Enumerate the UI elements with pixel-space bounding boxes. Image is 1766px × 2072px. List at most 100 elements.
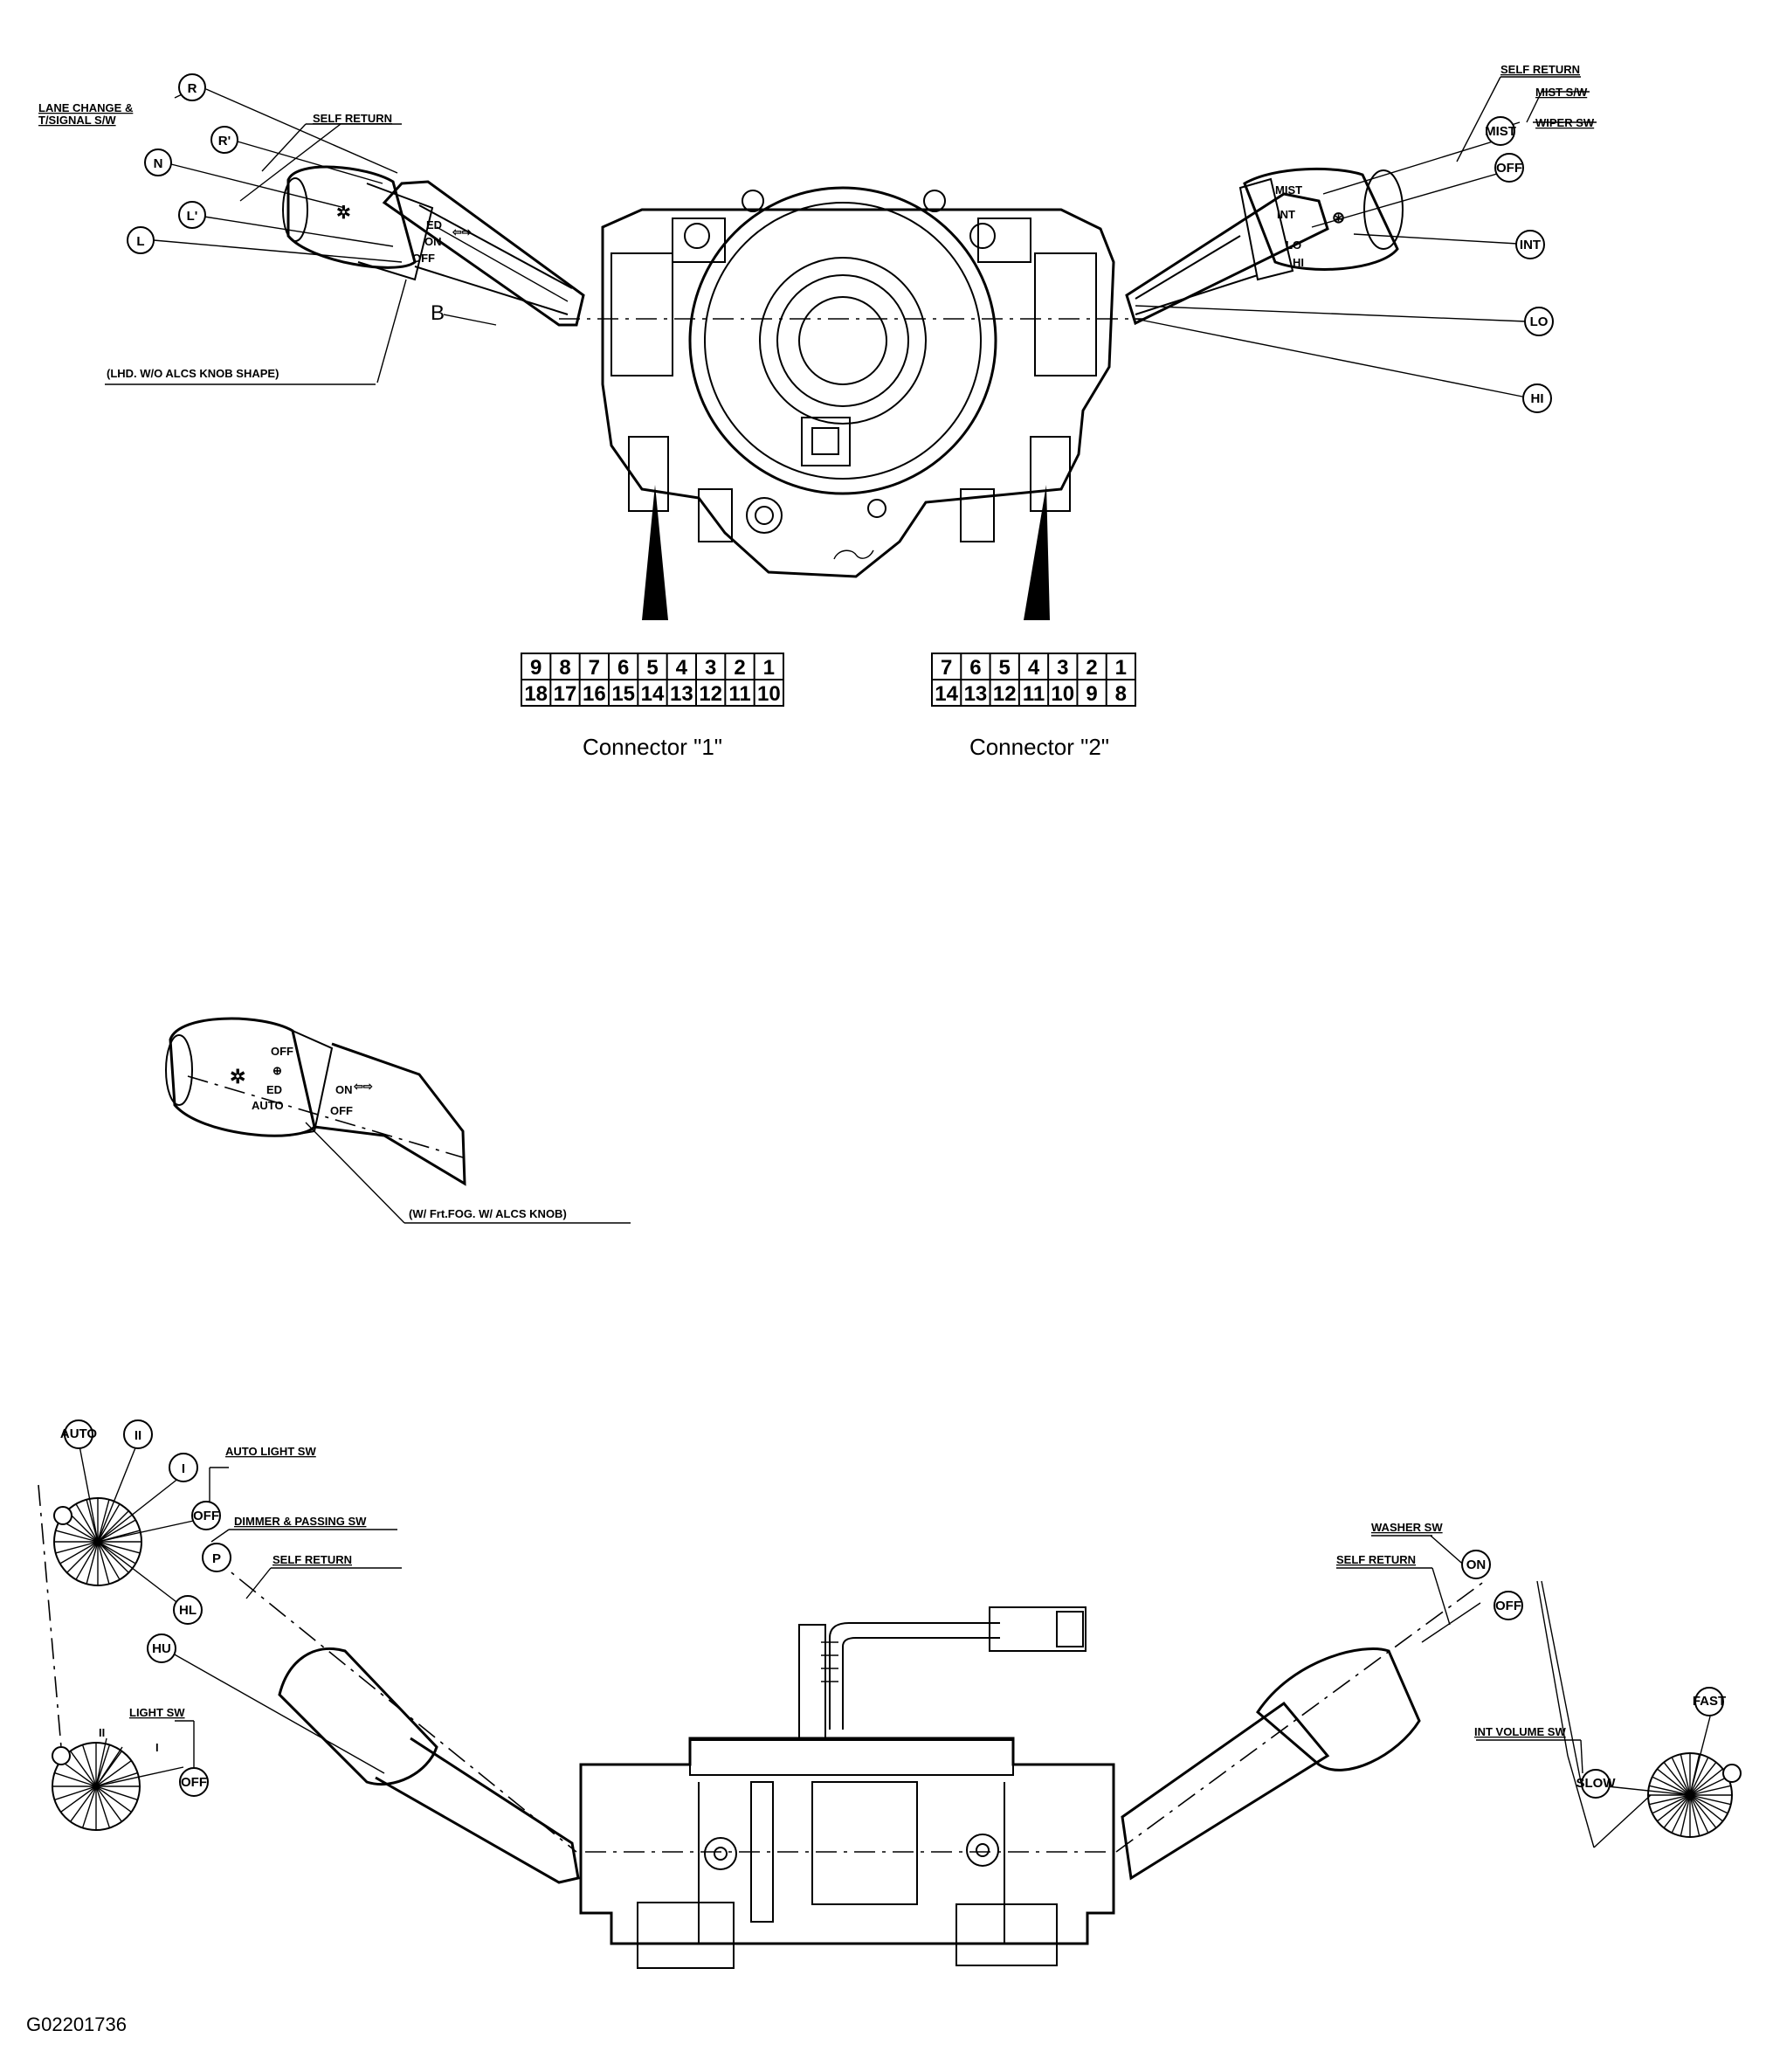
svg-text:⇦⇨: ⇦⇨ (452, 225, 472, 238)
connector-1-arrow (642, 485, 668, 620)
figure-code: G02201736 (26, 2013, 127, 2035)
top-combination-switch: ✲ ED ON OFF ⇦⇨ ⊛ MIST INT LO HI (38, 63, 1597, 620)
dial-ray (97, 1541, 136, 1564)
dial-ray (1689, 1794, 1700, 1836)
connector-1-pin: 6 (617, 656, 629, 680)
bottom-left-self-return-label: SELF RETURN (272, 1553, 352, 1566)
dial-ray (1689, 1794, 1709, 1834)
top-labels: LANE CHANGE & T/SIGNAL S/W SELF RETURN (… (38, 63, 1595, 385)
connector-2-pin: 14 (935, 682, 958, 706)
bubble-auto: AUTO (60, 1426, 98, 1441)
light-sw-dial (38, 1484, 141, 1831)
bubble-p: P (212, 1551, 221, 1566)
dial-ray (1689, 1776, 1728, 1796)
svg-text:✲: ✲ (230, 1066, 245, 1088)
bubble-on: ON (1466, 1557, 1487, 1572)
dial-ray (97, 1499, 110, 1543)
bubble-off: OFF (1496, 161, 1522, 176)
dial-ray (1689, 1785, 1731, 1796)
connector-2-pin: 13 (964, 682, 988, 706)
light-sw-position-i: I (155, 1741, 159, 1754)
int-volume-sw-label: INT VOLUME SW (1474, 1725, 1566, 1738)
dial-ray (1689, 1794, 1731, 1806)
bubble-n: N (154, 156, 163, 171)
connector-2-pin: 6 (969, 656, 981, 680)
dial-ray (95, 1785, 132, 1813)
svg-text:⇦⇨: ⇦⇨ (353, 1080, 373, 1093)
lane-change-label-2: T/SIGNAL S/W (38, 114, 116, 127)
connector-2-pin: 7 (941, 656, 952, 680)
dial-ray (1649, 1794, 1691, 1806)
connector-1-pin: 12 (699, 682, 722, 706)
dial-ray (1663, 1794, 1691, 1828)
top-left-lever: ✲ ED ON OFF ⇦⇨ (282, 165, 585, 327)
dial-ray (70, 1785, 97, 1822)
bubble-off-washer: OFF (1495, 1599, 1521, 1613)
dial-ray (60, 1785, 97, 1813)
dial-ray (1689, 1762, 1717, 1796)
connector-1-pin: 2 (734, 656, 745, 680)
dial-ray (1689, 1768, 1723, 1796)
connector-1-pin: 10 (757, 682, 781, 706)
dial-ray (97, 1541, 129, 1573)
bubble-fast: FAST (1693, 1694, 1726, 1709)
b-marker-label: B (431, 301, 445, 325)
dial-ray (1649, 1785, 1691, 1796)
bubble-i: I (182, 1461, 185, 1476)
dial-ray (54, 1772, 97, 1787)
knob-mark-on: ON (335, 1083, 353, 1096)
connector-1-pin: 16 (583, 682, 606, 706)
lane-change-label-1: LANE CHANGE & (38, 101, 133, 114)
dial-ray (55, 1541, 99, 1554)
bubble-hu: HU (152, 1641, 171, 1656)
connector-1-pin: 1 (763, 656, 775, 680)
connector-2-pin: 3 (1057, 656, 1068, 680)
dial-ray (95, 1785, 138, 1801)
dial-ray (1689, 1757, 1709, 1796)
bubble-int: INT (1520, 238, 1541, 252)
dial-ray (1652, 1776, 1691, 1796)
top-left-self-return-label: SELF RETURN (313, 112, 392, 125)
connector-1-pin: 17 (554, 682, 577, 706)
connector-2-caption: Connector "2" (969, 734, 1109, 760)
knob-mark-off-2: OFF (330, 1104, 353, 1117)
dial-ray (1657, 1768, 1691, 1796)
dial-ray (97, 1541, 110, 1585)
top-right-bubbles: MIST OFF INT LO HI (1485, 116, 1554, 413)
svg-text:LO: LO (1286, 238, 1301, 252)
bubble-ii: II (135, 1428, 141, 1443)
dial-ray (60, 1760, 97, 1787)
svg-text:HI: HI (1293, 256, 1304, 269)
connector-2-pin: 8 (1115, 682, 1127, 706)
dial-ray (1663, 1762, 1691, 1796)
bottom-labels: AUTO LIGHT SW DIMMER & PASSING SW SELF R… (99, 1445, 1566, 1754)
bottom-right-self-return-label: SELF RETURN (1336, 1553, 1416, 1566)
top-right-lever: ⊛ MIST INT LO HI (1125, 167, 1404, 326)
dial-ray (97, 1503, 121, 1543)
connector-2-pin: 12 (993, 682, 1017, 706)
connector-1-pin: 18 (524, 682, 548, 706)
knob-mark-off-1: OFF (271, 1045, 293, 1058)
connector-2-arrow (1024, 485, 1050, 620)
auto-light-dial (53, 1497, 142, 1586)
dial-ray (70, 1751, 97, 1787)
svg-text:⊕: ⊕ (272, 1064, 282, 1077)
knob-mark-auto: AUTO (252, 1099, 284, 1112)
bottom-left-bubbles: AUTO II I OFF P HL HU OFF (60, 1419, 231, 1797)
connector-2-pin: 4 (1028, 656, 1040, 680)
dial-ray (1657, 1794, 1691, 1822)
bottom-right-bubbles: ON OFF FAST SLOW (1461, 1550, 1726, 1799)
svg-text:ED: ED (266, 1083, 282, 1096)
bubble-mist: MIST (1485, 124, 1516, 139)
dial-ray (97, 1510, 129, 1543)
connector-2-pin: 10 (1051, 682, 1074, 706)
connector-2-pin: 9 (1086, 682, 1097, 706)
bottom-leaders (78, 1440, 1711, 1848)
connector-1-pin: 15 (611, 682, 635, 706)
connector-1-pin: 14 (641, 682, 665, 706)
connector-1-pin: 8 (559, 656, 570, 680)
dial-ray (1689, 1794, 1728, 1814)
